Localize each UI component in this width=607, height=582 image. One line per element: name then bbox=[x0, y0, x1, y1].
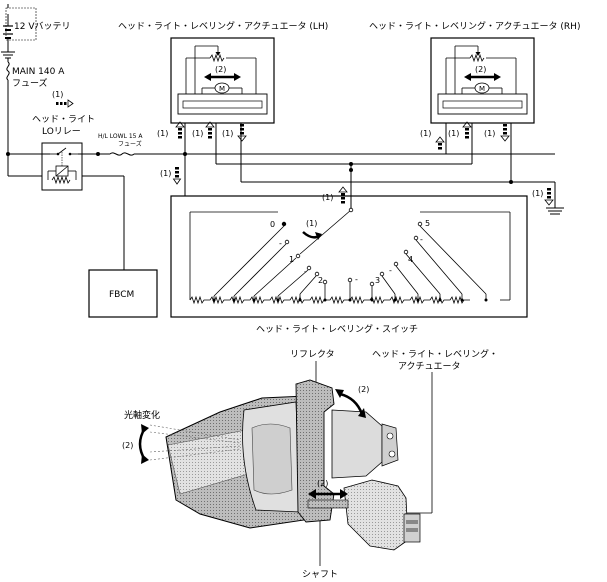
switch-pos-dash-3: - bbox=[355, 275, 358, 284]
actuator-label-line1: ヘッド・ライト・レベリング・ bbox=[372, 348, 498, 360]
main-fuse: MAIN 140 A フューズ bbox=[6, 4, 65, 89]
actuator-label-line2: アクチュエータ bbox=[398, 361, 461, 372]
rh-callout-2: (2) bbox=[475, 65, 486, 74]
switch-pos-1: 1 bbox=[289, 255, 294, 264]
switch-pos-3: 3 bbox=[375, 276, 380, 285]
callout-lh-1a: (1) bbox=[157, 129, 168, 138]
signal-arrow-up bbox=[435, 136, 445, 150]
actuator-rh: ヘッド・ライト・レベリング・アクチュエータ (RH) M (2) bbox=[369, 20, 580, 182]
switch-pos-dash-1: - bbox=[279, 239, 282, 248]
callout-rh-1b: (1) bbox=[448, 129, 459, 138]
reflector-label: リフレクタ bbox=[290, 349, 335, 360]
signal-arrow-down bbox=[237, 124, 247, 142]
motor-lh-label: M bbox=[219, 85, 225, 93]
switch-title: ヘッド・ライト・レベリング・スイッチ bbox=[256, 323, 418, 335]
main-fuse-label: MAIN 140 A bbox=[12, 67, 65, 77]
motor-rh-label: M bbox=[479, 85, 485, 93]
switch-callout-1: (1) bbox=[306, 219, 317, 228]
switch-pos-4: 4 bbox=[408, 255, 413, 264]
callout-1a: (1) bbox=[160, 169, 171, 178]
headlamp-illustration: リフレクタ ヘッド・ライト・レベリング・ アクチュエータ 光軸変化 (2) シャ… bbox=[122, 348, 498, 580]
callout-ground-1: (1) bbox=[532, 189, 543, 198]
relay-sublabel: LOリレー bbox=[42, 127, 81, 137]
switch-pos-0: 0 bbox=[270, 220, 275, 229]
callout-lh-1c: (1) bbox=[222, 129, 233, 138]
relay-signal-arrow bbox=[56, 99, 74, 108]
signal-arrow-down bbox=[500, 124, 510, 142]
shaft-label: シャフト bbox=[302, 570, 338, 580]
battery: 12 Vバッテリ bbox=[1, 7, 70, 59]
switch-pos-dash-4: - bbox=[389, 266, 392, 275]
callout-rh-1a: (1) bbox=[420, 129, 431, 138]
switch-pos-2: 2 bbox=[318, 276, 323, 285]
lh-callout-2: (2) bbox=[215, 65, 226, 74]
hl-fuse-sublabel: フューズ bbox=[118, 140, 142, 148]
signal-arrow-up bbox=[462, 121, 472, 139]
battery-label: 12 Vバッテリ bbox=[14, 21, 70, 32]
switch-pos-5: 5 bbox=[425, 219, 430, 228]
lo-relay bbox=[41, 142, 83, 191]
signal-arrow-down bbox=[544, 188, 554, 206]
actuator-rh-title: ヘッド・ライト・レベリング・アクチュエータ (RH) bbox=[369, 20, 580, 32]
leveling-switch: (1) 0 - 1 - 2 - 3 - 4 - 5 bbox=[170, 154, 528, 318]
relay-label: ヘッド・ライト bbox=[32, 114, 95, 125]
signal-arrow-up bbox=[205, 121, 215, 139]
relay-callout: (1) bbox=[52, 90, 63, 99]
reflector-callout: (2) bbox=[358, 385, 369, 394]
hl-fuse bbox=[109, 152, 135, 156]
callout-switch-1: (1) bbox=[322, 193, 333, 202]
fbcm: FBCM bbox=[88, 269, 158, 318]
switch-pos-dash-2: - bbox=[304, 267, 307, 276]
switch-pos-dash-5: - bbox=[420, 235, 423, 244]
signal-arrow-up bbox=[338, 186, 348, 204]
signal-arrow-up bbox=[175, 121, 185, 139]
optical-axis-callout: (2) bbox=[122, 441, 133, 450]
actuator-lh-title: ヘッド・ライト・レベリング・アクチュエータ (LH) bbox=[118, 20, 328, 32]
main-fuse-sublabel: フューズ bbox=[12, 77, 48, 89]
optical-axis-label: 光軸変化 bbox=[124, 409, 160, 421]
callout-rh-1c: (1) bbox=[484, 129, 495, 138]
hl-fuse-label: H/L LOWL 15 A bbox=[98, 133, 143, 140]
shaft-callout: (2) bbox=[317, 479, 328, 488]
signal-arrow-up bbox=[172, 167, 182, 185]
callout-lh-1b: (1) bbox=[192, 129, 203, 138]
fbcm-label: FBCM bbox=[109, 290, 134, 300]
